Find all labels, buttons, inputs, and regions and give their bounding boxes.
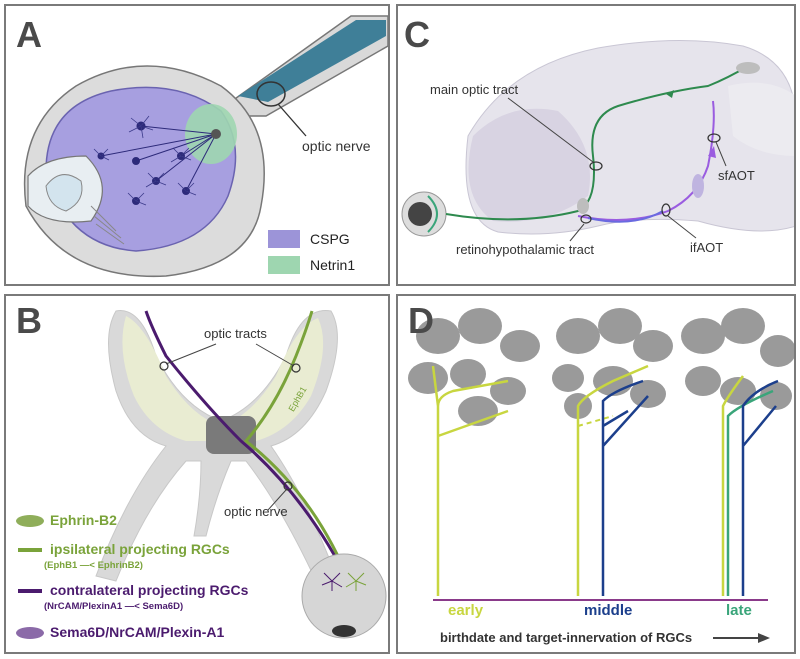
panel-c: C main optic tract sfAOT retinohypothala… [396, 4, 796, 286]
panel-b-letter: B [16, 300, 42, 341]
netrin1-label: Netrin1 [310, 257, 356, 273]
chiasm-illustration [16, 310, 387, 639]
panel-c-letter: C [404, 14, 430, 55]
panel-a-letter: A [16, 14, 42, 55]
legend-netrin1: Netrin1 [268, 256, 355, 274]
ephrin-b2-legend: Ephrin-B2 [50, 512, 117, 528]
ipsilateral-legend: ipsilateral projecting RGCs [50, 541, 230, 557]
ifaot-label: ifAOT [690, 240, 724, 255]
brain-illustration [401, 39, 794, 242]
birthdate-caption: birthdate and target-innervation of RGCs [440, 630, 693, 645]
target-innervation-illustration [408, 308, 794, 643]
main-optic-tract-label: main optic tract [430, 82, 519, 97]
middle-label: middle [584, 602, 633, 619]
sema6d-legend: Sema6D/NrCAM/Plexin-A1 [50, 624, 225, 640]
cspg-swatch [268, 230, 300, 248]
panel-d-letter: D [408, 300, 434, 341]
ipsilateral-sub-legend: (EphB1 —< EphrinB2) [44, 560, 143, 571]
eye-illustration [23, 15, 388, 278]
early-label: early [448, 602, 484, 619]
legend-cspg: CSPG [268, 230, 350, 248]
optic-nerve-label-b: optic nerve [224, 504, 288, 519]
late-label: late [726, 602, 752, 619]
contralateral-sub-legend: (NrCAM/PlexinA1 —< Sema6D) [44, 601, 184, 612]
cspg-label: CSPG [310, 231, 350, 247]
retinohypothalamic-tract-label: retinohypothalamic tract [456, 242, 595, 257]
optic-tracts-label: optic tracts [204, 326, 267, 341]
netrin1-swatch [268, 256, 300, 274]
sfaot-label: sfAOT [718, 168, 755, 183]
panel-d: D early middle late birthdate and target… [396, 294, 796, 654]
contralateral-legend: contralateral projecting RGCs [50, 582, 249, 598]
panel-a: A optic nerve CSPG Netrin1 [4, 4, 390, 286]
optic-nerve-label-a: optic nerve [302, 138, 371, 154]
panel-b: B optic tracts EphB1 optic nerve Ephrin-… [4, 294, 390, 654]
